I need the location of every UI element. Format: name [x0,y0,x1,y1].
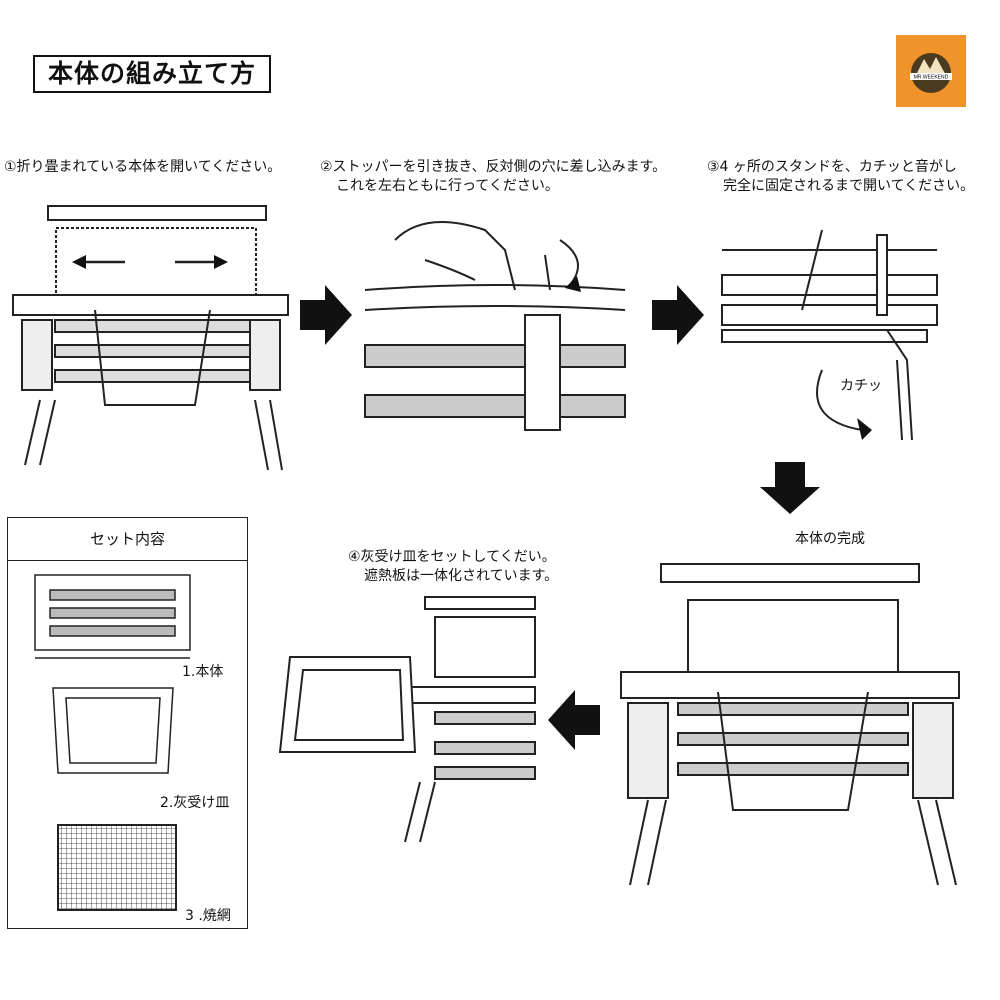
step3-stand-illustration [721,229,938,441]
click-sound-label: カチッ [840,378,882,394]
complete-label: 本体の完成 [795,531,865,547]
set-item-grill-net-illustration [57,824,177,911]
svg-text:MR.WEEKEND: MR.WEEKEND [914,75,949,81]
set-item-label: 3 .焼網 [185,908,231,924]
page-title: 本体の組み立て方 [33,55,271,93]
step4-ash-tray-illustration [278,596,536,843]
set-contents-heading: セット内容 [8,518,247,561]
mountain-logo-icon: MR.WEEKEND [910,53,952,93]
arrow-right-icon [652,285,704,345]
set-item-body-illustration [34,574,191,659]
step4-text-line1: ④灰受け皿をセットしてくだい。 [348,549,556,565]
completed-body-illustration [620,563,960,886]
step1-text: ①折り畳まれている本体を開いてください。 [4,159,282,175]
step4-text-line2: 遮熱板は一体化されています。 [364,568,559,584]
step2-text-line2: これを左右ともに行ってください。 [336,178,559,194]
step3-text-line1: ③4 ヶ所のスタンドを、カチッと音がし [707,159,957,175]
set-item-ash-tray-illustration [52,687,174,774]
set-contents-panel: セット内容 1.本体 2.灰受け皿 3 .焼網 [7,517,248,929]
set-item-label: 1.本体 [182,664,224,680]
step3-text-line2: 完全に固定されるまで開いてください。 [723,178,975,194]
step2-text-line1: ②ストッパーを引き抜き、反対側の穴に差し込みます。 [320,159,667,175]
set-item-label: 2.灰受け皿 [160,795,230,811]
arrow-left-icon [548,690,600,750]
step1-folded-body-illustration [12,205,289,471]
brand-logo: MR.WEEKEND [896,35,966,107]
arrow-down-icon [760,462,820,514]
step2-stopper-illustration [364,221,626,431]
arrow-right-icon [300,285,352,345]
